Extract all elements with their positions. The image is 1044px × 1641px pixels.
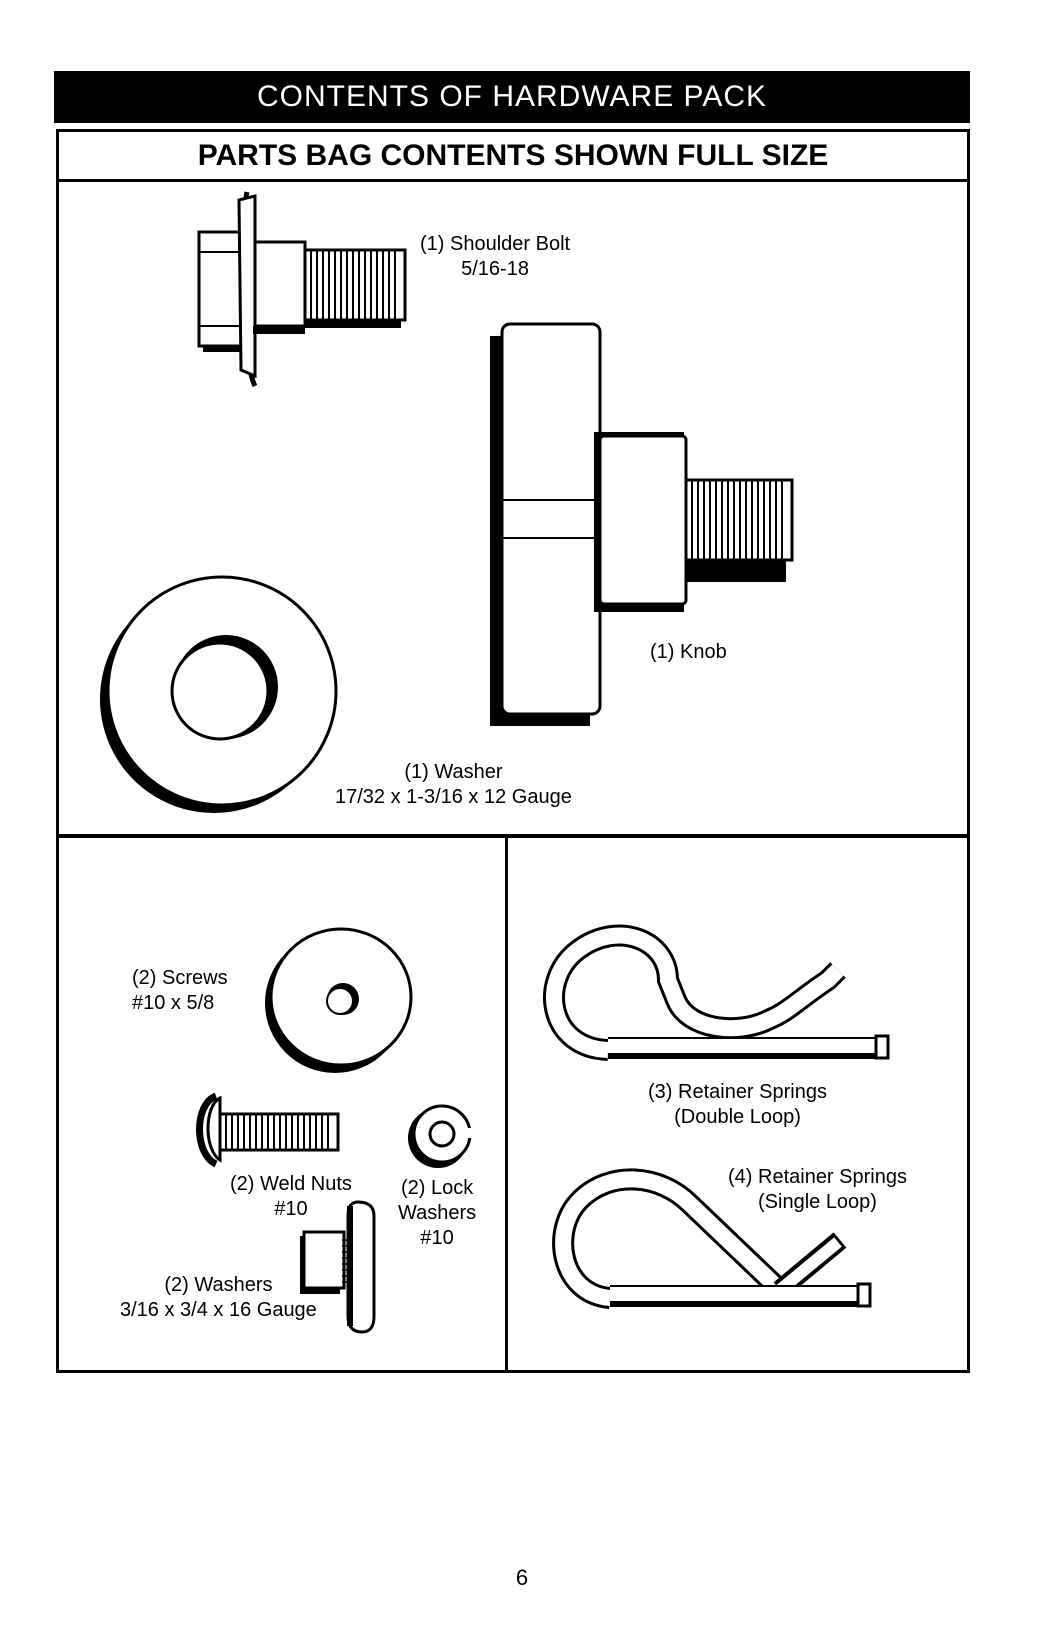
- page-banner: CONTENTS OF HARDWARE PACK: [54, 71, 970, 123]
- large-washer-icon: [100, 575, 350, 815]
- banner-title: CONTENTS OF HARDWARE PACK: [257, 80, 767, 114]
- horizontal-divider: [56, 834, 970, 838]
- label-retainer-double: (3) Retainer Springs (Double Loop): [648, 1080, 827, 1130]
- lock-washer-icon: [400, 1098, 480, 1178]
- section-subtitle: PARTS BAG CONTENTS SHOWN FULL SIZE: [59, 132, 967, 182]
- label-knob: (1) Knob: [650, 640, 727, 665]
- screw-icon: [190, 1092, 350, 1172]
- small-washer-icon: [265, 925, 425, 1075]
- retainer-spring-double-loop-icon: [538, 920, 898, 1070]
- subtitle-text: PARTS BAG CONTENTS SHOWN FULL SIZE: [198, 139, 829, 173]
- label-retainer-single: (4) Retainer Springs (Single Loop): [728, 1165, 907, 1215]
- label-shoulder-bolt: (1) Shoulder Bolt 5/16-18: [420, 232, 570, 282]
- label-screws: (2) Screws #10 x 5/8: [132, 966, 228, 1016]
- label-washers-small: (2) Washers 3/16 x 3/4 x 16 Gauge: [120, 1273, 317, 1323]
- knob-icon: [490, 320, 830, 740]
- shoulder-bolt-icon: [195, 190, 425, 390]
- label-lock-washers: (2) Lock Washers #10: [398, 1176, 476, 1251]
- vertical-divider: [505, 836, 508, 1373]
- page-number: 6: [0, 1565, 1044, 1591]
- label-washer-large: (1) Washer 17/32 x 1-3/16 x 12 Gauge: [335, 760, 572, 810]
